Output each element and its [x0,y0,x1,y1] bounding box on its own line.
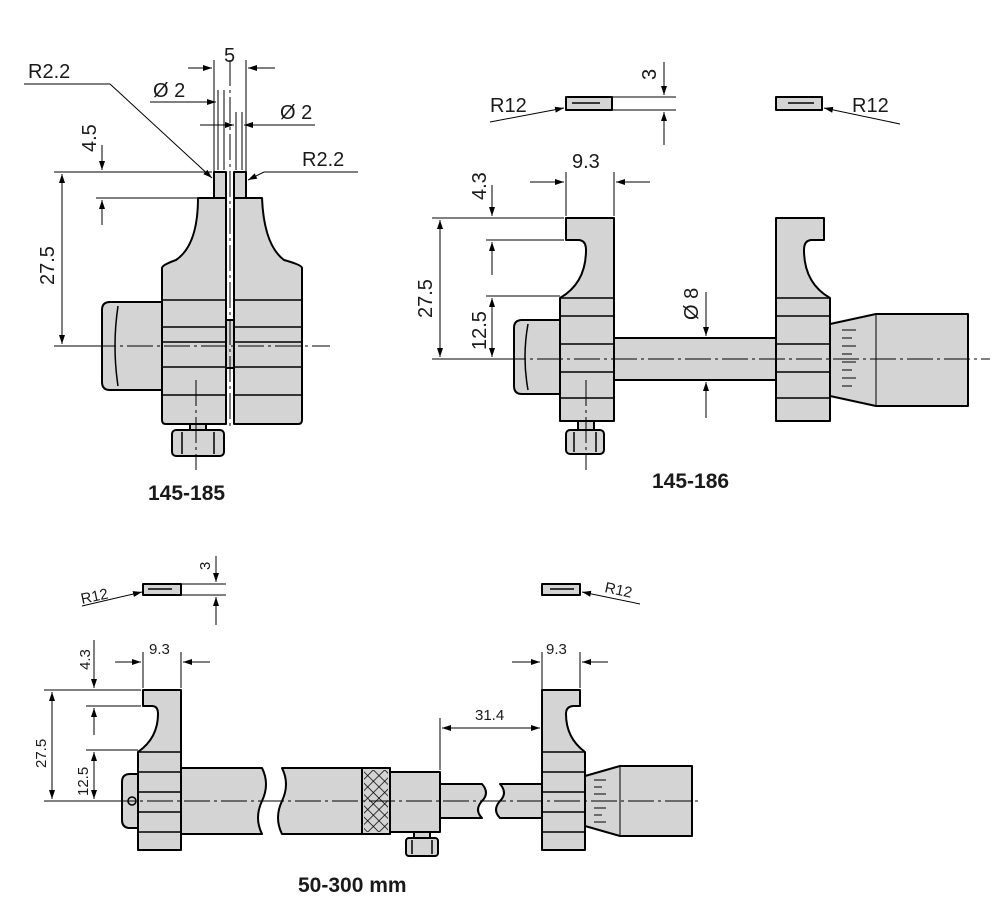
dim-radius-right: R12 [852,95,889,117]
tip-right [233,171,247,199]
jaw-right [541,689,586,851]
clamp-screw [405,837,439,857]
dim-height: 27.5 [37,246,59,285]
dim-tip-thickness: 3 [639,69,661,80]
figure-145-185: 5 Ø 2 Ø 2 R2.2 R2.2 4.5 27.5 145-185 [24,45,358,505]
head-right [233,197,303,425]
dim-tip-thickness: 3 [197,562,214,570]
dim-width-top: 5 [224,45,235,67]
jaw-left [137,689,182,851]
thimble [829,313,969,407]
dim-lower-height: 12.5 [469,311,491,350]
dim-tip-height: 4.5 [79,124,101,152]
clamp-screw [565,429,605,455]
dim-lower-height: 12.5 [75,767,92,796]
jaw-left [559,217,615,422]
coupling [389,771,441,833]
dim-height: 27.5 [415,279,437,318]
dim-height: 27.5 [33,739,50,768]
dim-radius-right: R2.2 [302,149,344,171]
thimble-scale [594,766,621,836]
dim-jaw-width-left: 9.3 [149,641,170,658]
tip-left [213,171,227,199]
dim-offset: 31.4 [475,707,504,724]
figure-50-300: 3 R12 R12 [33,556,700,897]
model-label-145-186: 145-186 [652,470,729,493]
dim-jaw-width: 9.3 [572,151,600,173]
model-label-50-300: 50-300 mm [298,874,407,897]
dim-radius-left: R12 [490,95,527,117]
head-left [161,197,227,425]
dim-jaw-width-right: 9.3 [546,641,567,658]
dim-radius-left: R2.2 [28,61,70,83]
dim-tip-height: 4.3 [469,172,491,200]
dim-dia-left: Ø 2 [153,80,185,102]
figure-145-186: 3 R12 R12 9.3 4.3 27.5 12.5 Ø 8 145-1 [415,62,990,493]
thimble-scale [842,314,877,406]
model-label-145-185: 145-185 [148,482,225,505]
dim-radius-right: R12 [603,579,633,601]
jaw-right [775,217,831,422]
dim-radius-left: R12 [79,586,109,608]
dim-rod-dia: Ø 8 [681,288,703,320]
dim-tip-height: 4.3 [77,649,94,670]
dim-dia-right: Ø 2 [280,102,312,124]
